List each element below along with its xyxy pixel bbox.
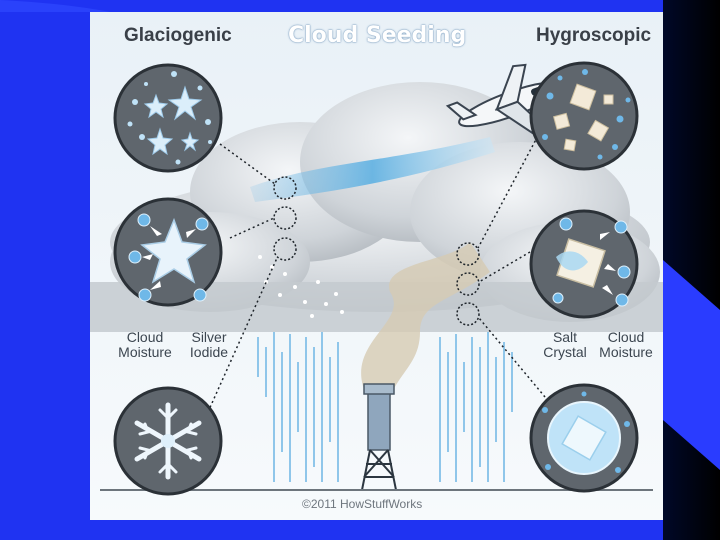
copyright-credit: ©2011 HowStuffWorks [302,498,422,511]
silver-iodide-label: Silver Iodide [180,330,238,359]
ground-generator-icon [362,384,396,490]
cloud-seeding-diagram: Glaciogenic Cloud Seeding Hygroscopic Cl… [90,12,663,520]
cloud-moisture-label-left: Cloud Moisture [112,330,178,359]
diagram-title: Cloud Seeding [288,24,466,47]
cloud-moisture-label-right: Cloud Moisture [594,330,658,359]
salt-crystals-circle [531,63,637,169]
water-drop-circle [531,385,637,491]
diagram-artwork [90,12,663,520]
salt-crystal-label: Salt Crystal [538,330,592,359]
snowflake-circle [115,388,221,494]
rain-left [258,332,338,482]
hygroscopic-heading: Hygroscopic [536,26,651,46]
salt-crystal-moisture-circle [531,211,637,317]
rain-right [440,332,512,482]
silver-iodide-circle [115,199,221,305]
glaciogenic-heading: Glaciogenic [124,26,232,46]
ice-crystal-circle [115,65,221,171]
